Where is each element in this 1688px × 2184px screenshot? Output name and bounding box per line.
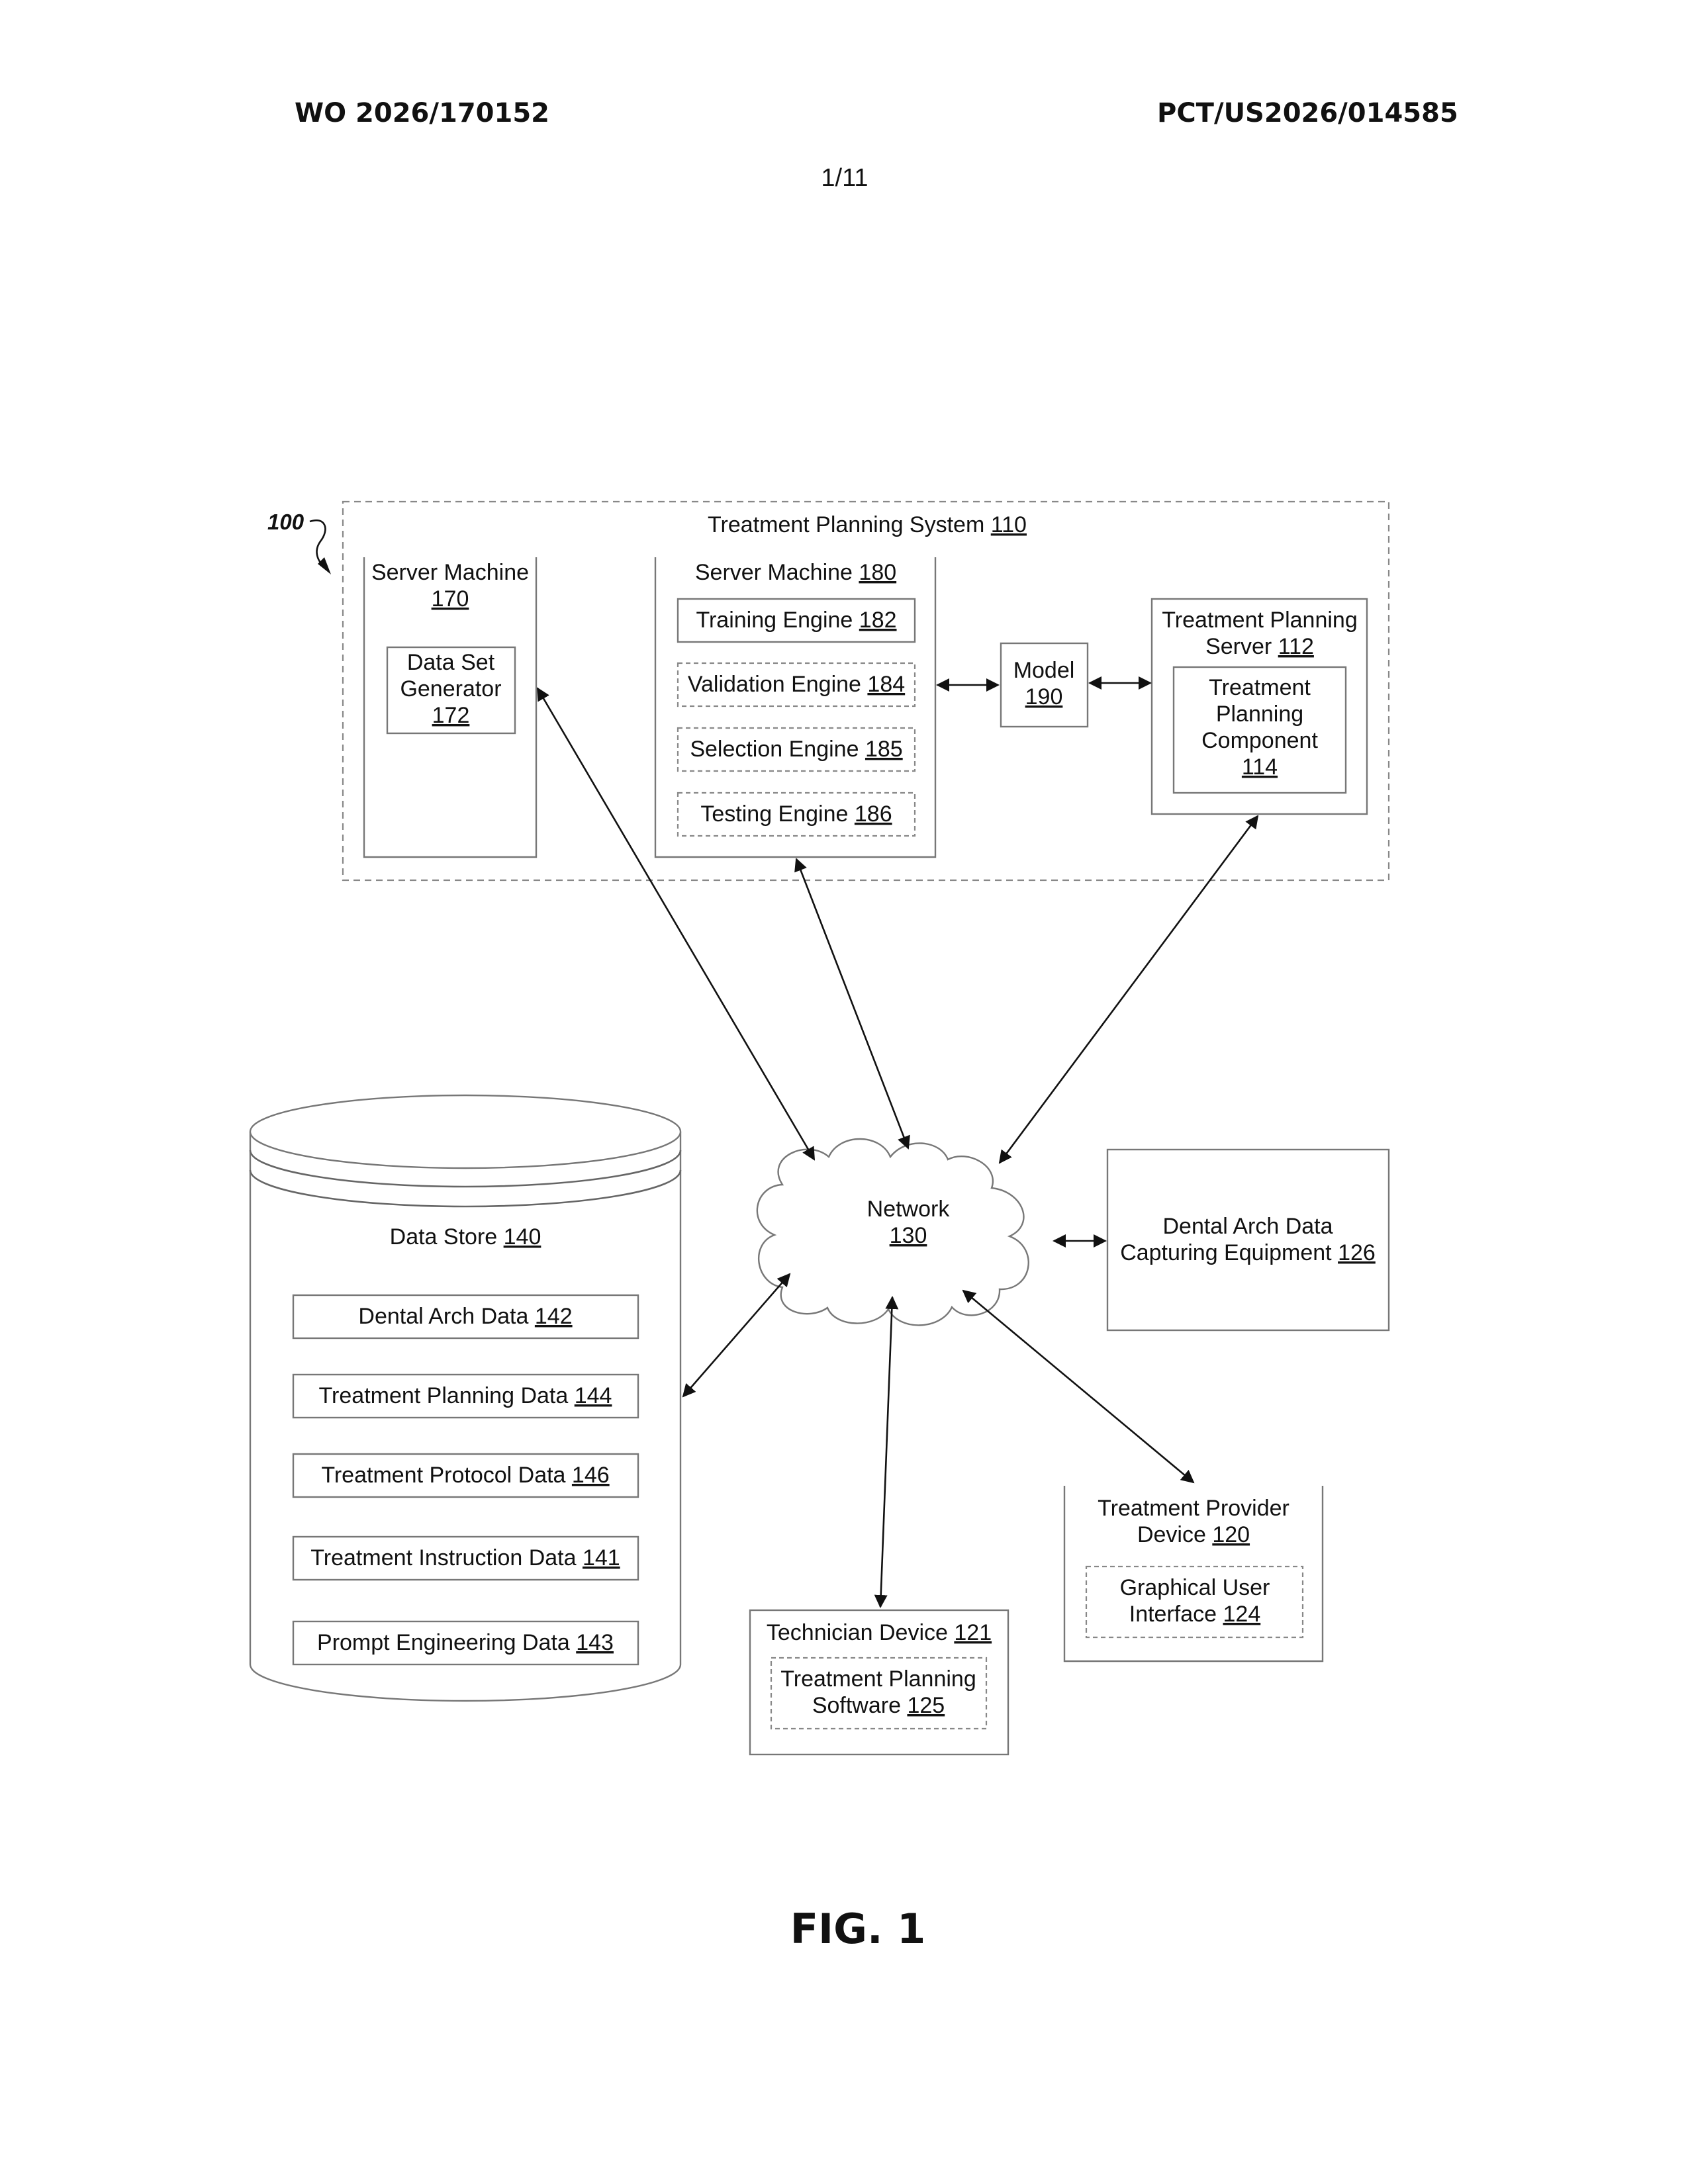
dental-arch-capturing-equipment-126: Dental Arch Data Capturing Equipment 126 [1107, 1150, 1389, 1330]
svg-text:Network: Network [867, 1197, 951, 1222]
connector-network-technician [880, 1297, 892, 1607]
svg-text:Treatment: Treatment [1209, 675, 1311, 700]
system-label: Treatment Planning System 110 [708, 512, 1027, 537]
treatment-protocol-data-item: Treatment Protocol Data 146 [293, 1454, 638, 1497]
svg-text:130: 130 [890, 1223, 927, 1248]
svg-text:Testing Engine 186: Testing Engine 186 [700, 801, 892, 827]
graphical-user-interface-124: Graphical User Interface 124 [1086, 1567, 1303, 1637]
figure-ref-100: 100 [267, 510, 331, 574]
svg-text:Generator: Generator [400, 676, 501, 702]
svg-text:114: 114 [1242, 754, 1278, 780]
svg-text:Treatment Planning: Treatment Planning [1162, 608, 1357, 633]
svg-text:Treatment Planning Data 144: Treatment Planning Data 144 [319, 1383, 612, 1408]
svg-text:Training Engine 182: Training Engine 182 [696, 608, 896, 633]
svg-text:Dental Arch Data 142: Dental Arch Data 142 [358, 1304, 572, 1329]
technician-device-121: Technician Device 121 Treatment Planning… [750, 1610, 1008, 1754]
model-190: Model 190 [1001, 643, 1088, 727]
svg-text:Data Set: Data Set [407, 650, 495, 675]
dental-arch-data-item: Dental Arch Data 142 [293, 1295, 638, 1338]
svg-text:100: 100 [267, 510, 305, 534]
svg-text:Capturing Equipment 126: Capturing Equipment 126 [1120, 1240, 1376, 1265]
svg-text:Server 112: Server 112 [1205, 634, 1314, 659]
svg-text:190: 190 [1025, 684, 1063, 709]
connector-sm180-network [796, 859, 908, 1148]
svg-text:Treatment Planning: Treatment Planning [780, 1666, 976, 1692]
svg-text:Data Store 140: Data Store 140 [390, 1224, 541, 1250]
figure-caption: FIG. 1 [659, 1905, 1056, 1953]
treatment-planning-data-item: Treatment Planning Data 144 [293, 1375, 638, 1418]
svg-text:Selection Engine 185: Selection Engine 185 [690, 737, 902, 762]
treatment-provider-device-120: Treatment Provider Device 120 Graphical … [1064, 1486, 1323, 1661]
svg-text:Prompt Engineering Data 143: Prompt Engineering Data 143 [317, 1630, 614, 1655]
connector-network-datastore [683, 1274, 790, 1396]
treatment-planning-software-125: Treatment Planning Software 125 [771, 1658, 986, 1729]
svg-text:Component: Component [1201, 728, 1318, 753]
svg-text:Server Machine 180: Server Machine 180 [695, 560, 896, 585]
svg-text:170: 170 [432, 586, 469, 612]
server-machine-170: Server Machine 170 Data Set Generator 17… [364, 557, 536, 857]
svg-text:Server Machine: Server Machine [371, 560, 529, 585]
server-machine-180: Server Machine 180 Training Engine 182 V… [655, 557, 935, 857]
svg-text:Technician Device 121: Technician Device 121 [767, 1620, 992, 1645]
training-engine: Training Engine 182 [678, 599, 915, 642]
svg-text:Planning: Planning [1216, 702, 1303, 727]
svg-text:Device 120: Device 120 [1137, 1522, 1250, 1547]
svg-text:Treatment Provider: Treatment Provider [1098, 1496, 1289, 1521]
treatment-planning-server-112: Treatment Planning Server 112 Treatment … [1152, 599, 1367, 814]
svg-text:Software 125: Software 125 [812, 1693, 945, 1718]
svg-text:Dental Arch Data: Dental Arch Data [1162, 1214, 1333, 1239]
figure-ref-arrowhead [318, 557, 331, 574]
svg-text:172: 172 [432, 703, 470, 728]
prompt-engineering-data-item: Prompt Engineering Data 143 [293, 1621, 638, 1664]
svg-text:Model: Model [1013, 658, 1075, 683]
connector-server112-network [1000, 816, 1258, 1163]
data-store-140: Data Store 140 Dental Arch Data 142 Trea… [250, 1095, 680, 1701]
treatment-planning-component: Treatment Planning Component 114 [1174, 667, 1346, 793]
validation-engine: Validation Engine 184 [678, 663, 915, 706]
svg-text:Treatment Instruction Data 141: Treatment Instruction Data 141 [310, 1545, 620, 1570]
selection-engine: Selection Engine 185 [678, 728, 915, 771]
svg-text:Interface 124: Interface 124 [1129, 1602, 1260, 1627]
svg-text:Graphical User: Graphical User [1120, 1575, 1270, 1600]
svg-text:Validation Engine 184: Validation Engine 184 [688, 672, 905, 697]
testing-engine: Testing Engine 186 [678, 793, 915, 836]
data-set-generator: Data Set Generator 172 [387, 647, 515, 733]
svg-text:Treatment Protocol Data 146: Treatment Protocol Data 146 [321, 1463, 609, 1488]
treatment-instruction-data-item: Treatment Instruction Data 141 [293, 1537, 638, 1580]
